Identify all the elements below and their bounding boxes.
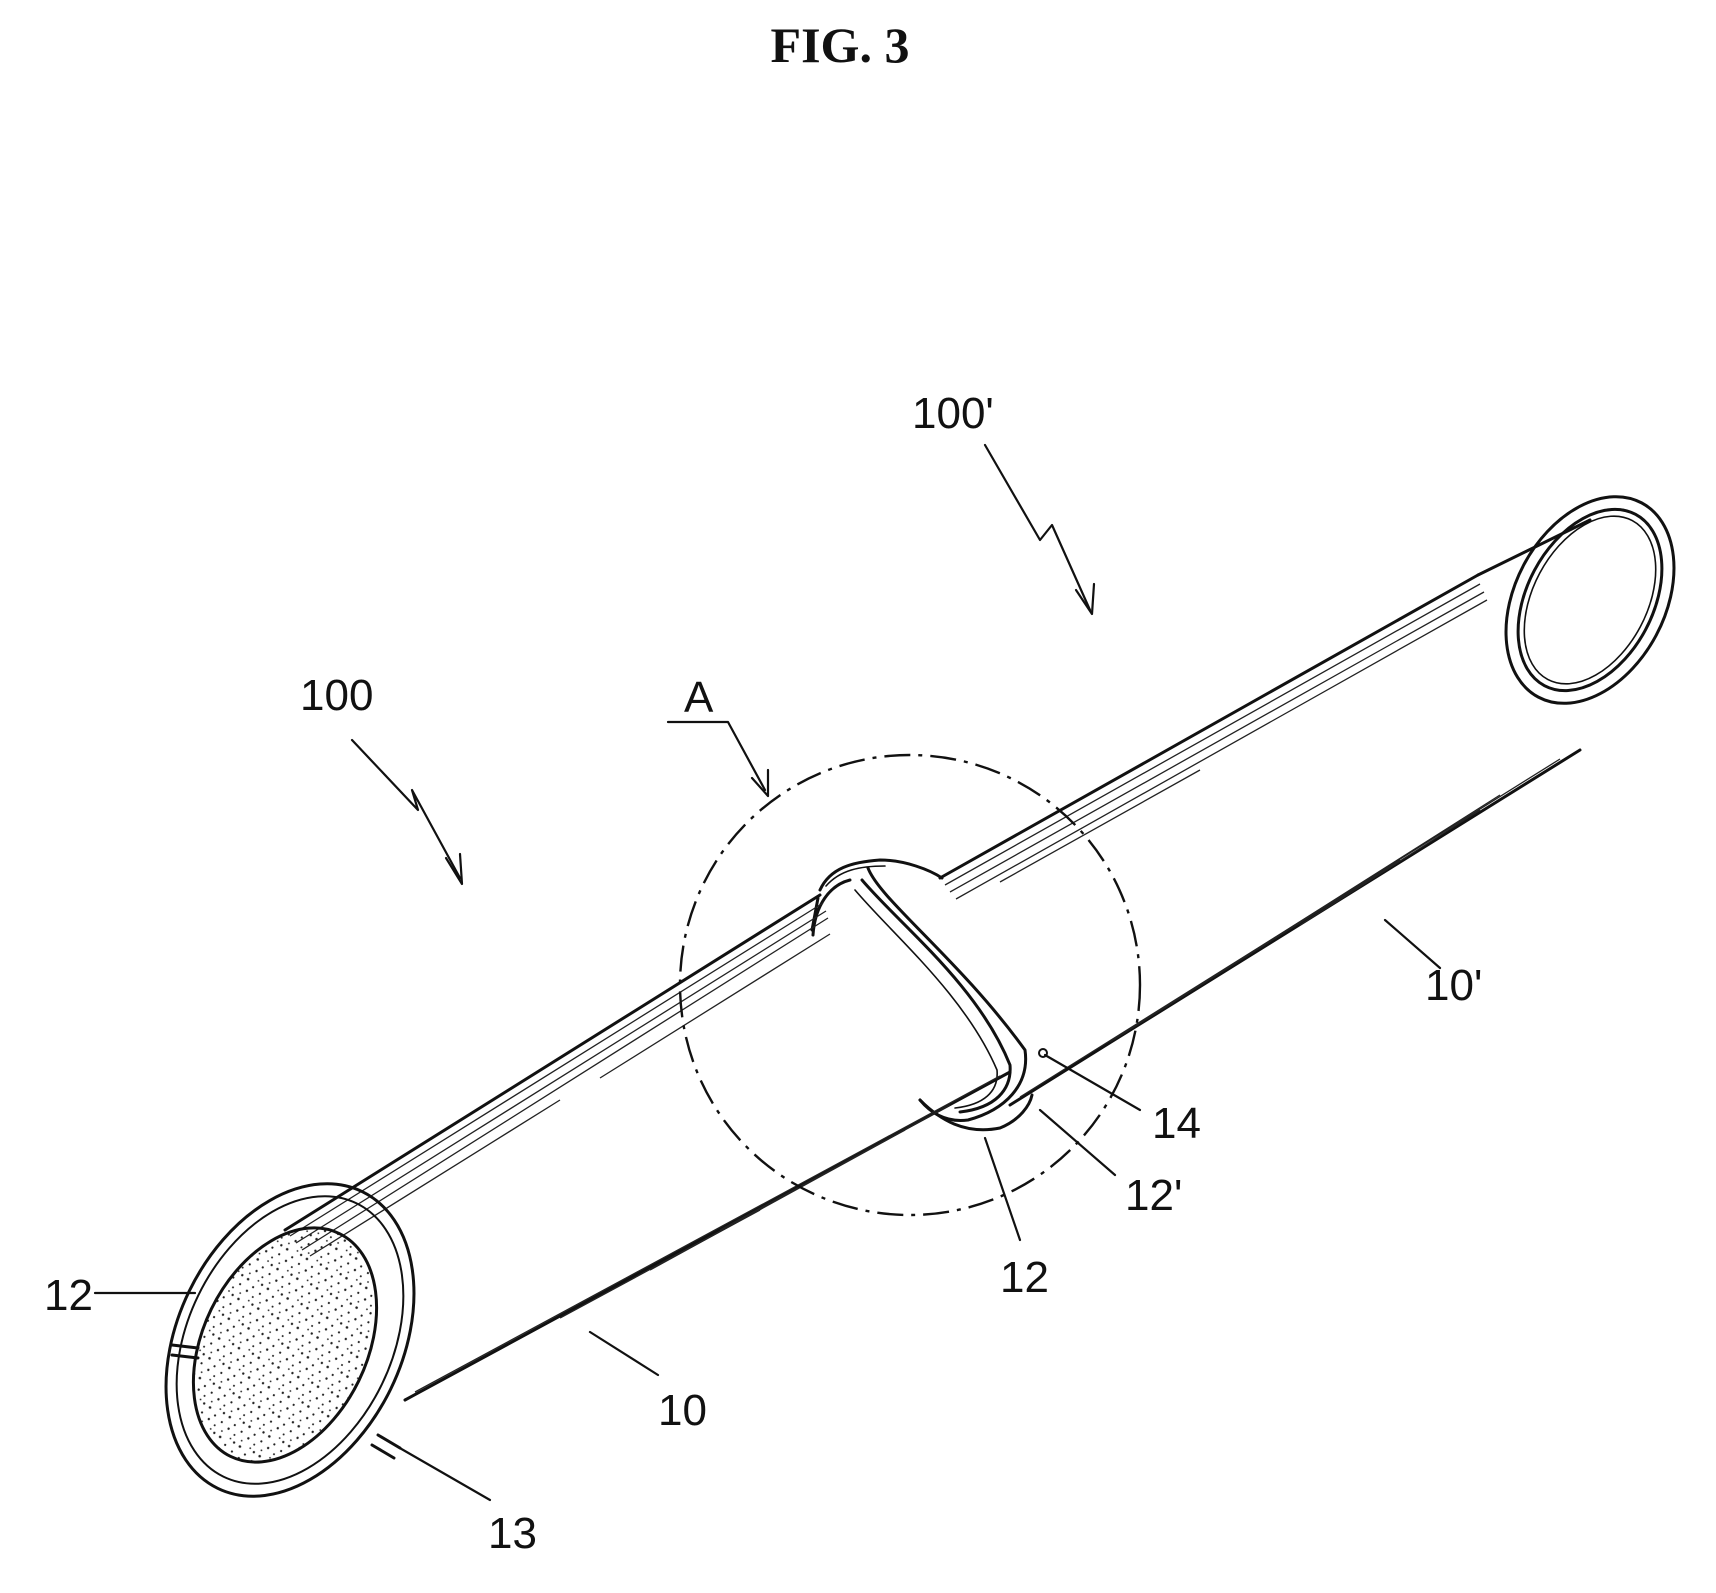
right-end-flange	[1472, 468, 1708, 733]
label-13: 13	[488, 1509, 537, 1558]
label-100: 100	[300, 671, 373, 720]
arrow-100-prime	[985, 445, 1094, 614]
label-10-prime: 10'	[1425, 961, 1482, 1010]
label-12-center: 12	[1000, 1253, 1049, 1302]
tube-10-prime	[940, 520, 1590, 1105]
center-joint	[813, 860, 1032, 1130]
left-end-flange	[117, 1143, 463, 1538]
label-a: A	[684, 673, 714, 722]
leader-13	[398, 1447, 490, 1500]
figure-title: FIG. 3	[771, 17, 910, 73]
label-100-prime: 100'	[912, 389, 994, 438]
part-14-marker	[1039, 1049, 1047, 1057]
label-10: 10	[658, 1386, 707, 1435]
slot-right	[372, 1435, 400, 1458]
arrow-100	[352, 740, 462, 884]
label-14: 14	[1152, 1099, 1201, 1148]
tube-10	[285, 895, 1010, 1400]
label-12-prime: 12'	[1125, 1171, 1182, 1220]
leader-10	[590, 1332, 658, 1375]
arrow-a	[668, 722, 768, 796]
label-12-left: 12	[44, 1271, 93, 1320]
slot-left	[172, 1345, 198, 1358]
